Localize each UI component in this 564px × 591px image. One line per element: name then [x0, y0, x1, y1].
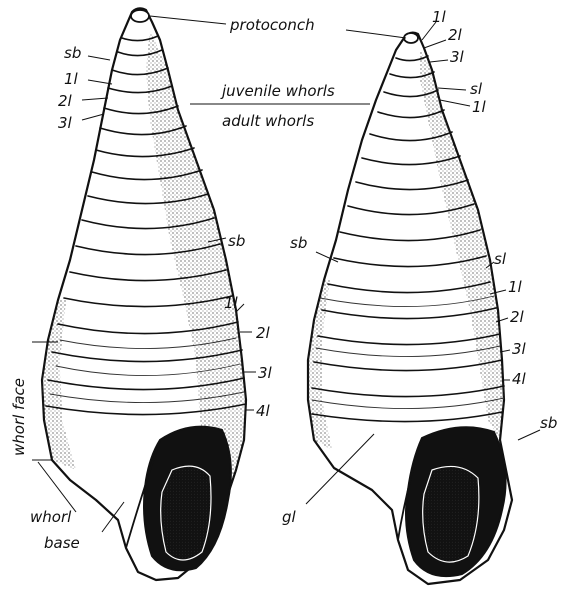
left-protoconch	[131, 10, 149, 22]
label-left-2l: 2l	[256, 324, 271, 342]
label-right-3l-top: 3l	[450, 48, 465, 66]
label-right-1l-top: 1l	[432, 8, 447, 26]
label-whorl-face: whorl face	[10, 378, 28, 456]
label-right-3l: 3l	[512, 340, 527, 358]
label-protoconch: protoconch	[229, 16, 315, 34]
label-right-2l: 2l	[510, 308, 525, 326]
right-protoconch	[404, 33, 418, 43]
label-juvenile-whorls: juvenile whorls	[220, 82, 335, 100]
label-left-sb-top: sb	[64, 44, 81, 62]
label-right-4l: 4l	[512, 370, 527, 388]
label-whorl-base-1: whorl	[30, 508, 72, 526]
label-right-1l-mid-top: 1l	[472, 98, 487, 116]
label-left-sb-mid: sb	[228, 232, 245, 250]
label-right-sl-top: sl	[470, 80, 483, 98]
label-left-1l-top: 1l	[64, 70, 79, 88]
label-right-2l-top: 2l	[448, 26, 463, 44]
label-left-3l-top: 3l	[58, 114, 73, 132]
right-aperture-interior	[423, 466, 479, 562]
label-left-3l: 3l	[258, 364, 273, 382]
left-shell	[42, 8, 246, 580]
label-right-sb-low: sb	[540, 414, 557, 432]
label-left-1l: 1l	[224, 294, 239, 312]
label-right-1l: 1l	[508, 278, 523, 296]
label-adult-whorls: adult whorls	[222, 112, 314, 130]
label-right-sb-mid: sb	[290, 234, 307, 252]
label-right-sl: sl	[494, 250, 507, 268]
label-whorl-base-2: base	[44, 534, 80, 552]
left-aperture-interior	[161, 466, 211, 560]
label-left-2l-top: 2l	[58, 92, 73, 110]
label-gl: gl	[282, 508, 297, 526]
label-left-4l: 4l	[256, 402, 271, 420]
